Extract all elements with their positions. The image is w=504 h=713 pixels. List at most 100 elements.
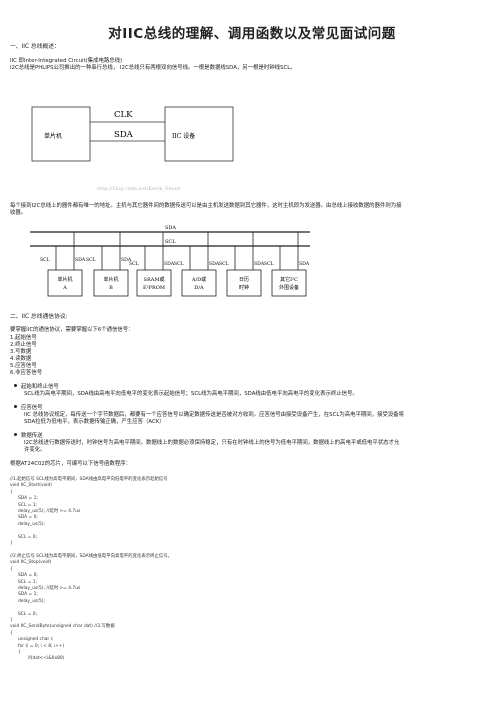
section2-intro: 要掌握IIC的通信协议，需要掌握以下6个通信信号： [10, 327, 134, 333]
sda-drop-label: SDA [299, 261, 310, 267]
bullet-item: 数据传送 [14, 433, 43, 440]
code-line: } [10, 541, 13, 547]
code-line: SDA = 0; [18, 515, 38, 521]
signal-item: 3.写数据 [10, 349, 32, 355]
scl-drop-label: SCL [174, 261, 184, 267]
bullet-dot-icon [14, 433, 17, 436]
bullet-text: SDA拉低为低电平，表示数据传输正确，产生应答（ACK） [24, 419, 165, 425]
section1-line: I2C总线是PHLIPS公司推出的一种串行总线， I2C总线只有两根双向信号线。… [10, 65, 296, 71]
signal-item: 5.应答信号 [10, 363, 37, 369]
bullet-text: IIC 总线协议规定，每传送一个字节数据后，都要有一个应答信号以确定数据传送是否… [24, 412, 405, 418]
bullet-dot-icon [14, 384, 17, 387]
section2-heading: 二、IIC 总线通信协议: [10, 314, 68, 320]
bullet-text: 许变化。 [24, 447, 46, 453]
code-line: SCL = 0; [18, 534, 38, 540]
bus-device-label: 时钟 [239, 284, 249, 291]
signal-item: 6.非应答信号 [10, 370, 43, 376]
bullet-dot-icon [14, 405, 17, 408]
clk-label: CLK [114, 110, 133, 120]
at24-intro: 根据AT24C02的芯片，可编写以下信号函数程序： [10, 461, 132, 467]
paragraph-line: 每个接到I2C总线上的器件都有唯一的地址。主机与其它器件间的数据传送可以是由主机… [10, 203, 402, 209]
code-line: delay_us(5); [18, 521, 45, 527]
bus-device-box [136, 269, 172, 297]
bus-drop-lines [55, 232, 299, 270]
sda-drop-label: SDA [121, 257, 132, 263]
code-line: //1.起始信号 SCL线为高电平期间，SDA线由高电平向低电平的变化表示起始信… [10, 477, 168, 482]
code-block: //1.起始信号 SCL线为高电平期间，SDA线由高电平向低电平的变化表示起始信… [10, 477, 172, 663]
scl-drop-label: SCL [129, 261, 139, 267]
iic-device-label: IIC 设备 [172, 132, 195, 140]
bus-device-label: 其它I²C [280, 276, 298, 283]
sda-drop-label: SDA [75, 257, 86, 263]
code-line: { [18, 649, 21, 655]
bus-device-label: 外围设备 [279, 284, 299, 291]
code-line: SCL = 0; [18, 611, 38, 617]
scl-drop-label: SCL [219, 261, 229, 267]
scl-drop-label: SCL [264, 261, 274, 267]
bullet-item: 应答信号 [14, 405, 43, 412]
bus-device-box [271, 269, 307, 297]
bullet-text: I2C总线进行数据传送时，时钟信号为高电平期间，数据线上的数据必须保持稳定，只有… [24, 440, 400, 446]
code-line: //2.终止信号 SCL线为高电平期间，SDA线由低电平向高电平的变化表示终止信… [10, 553, 173, 559]
bullet-heading: 起始和终止信号 [21, 384, 59, 390]
bullet-item: 起始和终止信号 [14, 384, 59, 391]
bus-device-label: SRAM或 [144, 276, 165, 283]
paragraph-line: 收器。 [10, 210, 27, 216]
code-line: SCL = 1; [18, 579, 38, 585]
sda-drop-label: SDA [209, 261, 220, 267]
code-line: if(dat<<i&0x80) [28, 656, 65, 662]
code-line: void IIC_Stop(void) [10, 560, 52, 566]
code-line: SDA = 1; [18, 496, 38, 502]
bus-device-label: 日历 [239, 277, 249, 283]
iic-device-box [164, 106, 234, 162]
code-line: void IIC_Start(void) [10, 483, 52, 489]
bullet-heading: 应答信号 [21, 405, 43, 411]
bus-device-label: 单片机 [103, 276, 118, 283]
sda-label: SDA [114, 130, 134, 140]
code-line: delay_us(5); //延时 >= 4.7us [18, 509, 81, 515]
section1-line: IIC 即Inter-Integrated Circuit(集成电路总线) [10, 58, 123, 64]
code-line: } [10, 617, 13, 623]
bullet-heading: 数据传送 [21, 433, 43, 439]
bus-device-label: A/D或 [191, 276, 206, 283]
section1-heading: 一、IIC 总线概述： [10, 44, 60, 50]
watermark: http://blog.csdn.net/Kevin_Smart [97, 186, 181, 192]
signal-item: 1.起始信号 [10, 335, 37, 341]
bus-device-label: E²PROM [143, 285, 165, 291]
iic-connection-diagram: 单片机 IIC 设备 CLK SDA http://blog.csdn.net/… [22, 80, 462, 195]
sda-bus-label: SDA [165, 225, 176, 231]
bus-device-label: D/A [194, 285, 204, 291]
code-line: void IIC_SendByte(unsigned char dat) //3… [10, 624, 115, 630]
bus-device-box [226, 269, 262, 297]
signal-item: 4.读数据 [10, 356, 32, 362]
code-line: for (i = 0; i < 8; i++) [18, 643, 65, 649]
bullet-text: SCL线为高电平期间，SDA线由高电平向低电平的变化表示起始信号；SCL线为高电… [24, 391, 358, 397]
sda-drop-label: SDA [254, 261, 265, 267]
mcu-label: 单片机 [44, 132, 62, 140]
scl-drop-label: SCL [86, 257, 96, 263]
code-line: { [10, 630, 13, 636]
code-line: SDA = 1; [18, 592, 38, 598]
code-line: unsigned char i; [18, 637, 54, 643]
bus-device-label: A [62, 285, 67, 291]
page-title: 对IIC总线的理解、调用函数以及常见面试问题 [108, 26, 396, 42]
code-line: delay_us(5); [18, 598, 45, 604]
sda-drop-label: SDA [164, 261, 175, 267]
code-line: { [10, 566, 13, 572]
bus-device-label: B [109, 285, 113, 291]
mcu-box [31, 106, 91, 162]
bus-device-label: 单片机 [57, 276, 72, 283]
bus-device-box [47, 269, 83, 297]
scl-bus-label: SCL [165, 239, 176, 245]
code-line: SCL = 1; [18, 502, 38, 508]
signal-item: 2.终止信号 [10, 342, 37, 348]
code-line: SDA = 0; [18, 573, 38, 579]
code-line: delay_us(5); //延时 >= 4.7us [18, 585, 81, 591]
bus-device-box [181, 269, 217, 297]
bus-device-box [93, 269, 129, 297]
scl-drop-label: SCL [40, 257, 50, 263]
